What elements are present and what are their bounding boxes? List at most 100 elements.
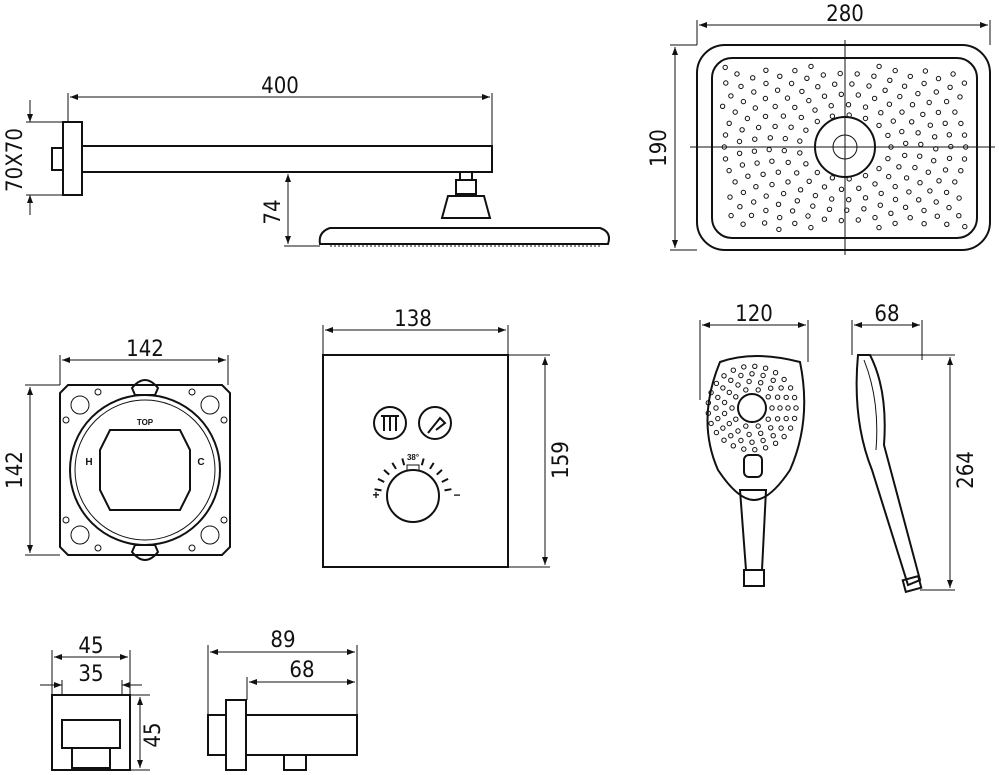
nozzle [907,215,913,221]
nozzle [887,77,893,84]
scale-tick [383,469,390,476]
plate-height-label: 159 [549,441,574,479]
nozzle [765,416,771,422]
nozzle [705,410,711,416]
shower-head-top-view: 280 190 [647,2,995,255]
nozzle [751,148,758,154]
nozzle [738,437,744,444]
nozzle [808,224,814,231]
nozzle-pattern [719,63,969,233]
nozzle [899,128,905,135]
nozzle [726,389,732,396]
scale-tick [374,488,382,492]
nozzle [722,156,729,162]
nozzle [755,387,761,393]
nozzle [826,206,833,213]
nozzle [892,196,899,203]
nozzle [769,181,775,188]
wall-outlet-side-view: 89 68 [207,628,358,771]
temperature-knob[interactable] [386,469,440,523]
scale-tick [391,462,397,470]
nozzle [958,168,964,174]
nozzle [758,380,764,386]
nozzle [838,91,844,98]
nozzle [797,187,804,193]
hand-shower-icon [427,416,447,434]
nozzle [797,138,803,144]
hot-marking: H [85,457,92,468]
nozzle [728,93,734,99]
nozzle [752,105,758,111]
nozzle [762,445,769,451]
nozzle [832,81,838,87]
hand-shower-button[interactable] [418,406,452,440]
nozzle [732,179,738,185]
nozzle [772,103,778,110]
nozzle [927,188,933,194]
nozzle [961,156,968,162]
nozzle [745,173,751,179]
nozzle [918,141,924,148]
nozzle [791,415,798,422]
nozzle [770,433,776,439]
hand-nozzle-pattern [705,363,799,453]
nozzle [777,405,783,411]
nozzle [743,423,749,429]
nozzle [935,75,942,82]
nozzle [890,118,896,124]
nozzle [886,173,892,180]
wall-outlet-front-view: 45 35 45 [40,634,166,771]
nozzle [821,93,828,99]
nozzle [829,196,835,202]
nozzle [815,84,821,90]
nozzle [886,101,893,107]
nozzle [762,113,769,120]
nozzle [906,189,912,195]
hand-length-label: 264 [954,451,979,489]
nozzle [803,161,809,167]
nozzle [820,72,826,78]
nozzle [862,115,869,122]
nozzle [901,83,908,89]
nozzle [878,190,884,197]
nozzle [926,99,932,106]
nozzle [763,80,769,87]
plus-sign: + [372,488,379,502]
nozzle [915,130,921,136]
nozzle [856,185,862,192]
overhead-shower-button[interactable] [373,406,407,440]
nozzle [872,214,878,221]
nozzle [944,221,950,228]
nozzle [902,152,908,159]
nozzle [767,135,773,141]
nozzle [768,385,774,391]
nozzle [931,158,937,164]
nozzle [738,83,744,90]
nozzle [760,437,766,444]
nozzle [854,71,860,77]
nozzle [740,189,747,196]
nozzle [810,203,816,209]
nozzle [729,405,735,411]
nozzle [812,192,819,199]
hand-shower-side-view: 68 264 [851,302,979,594]
nozzle [814,169,820,176]
nozzle [892,183,898,190]
nozzle [957,94,963,100]
nozzle [921,207,927,214]
nozzle [738,372,744,379]
head-drop-label: 74 [261,199,286,224]
nozzle [733,394,739,400]
nozzle [720,425,726,431]
nozzle [792,67,798,74]
nozzle [787,385,794,391]
nozzle [837,70,843,77]
nozzle [921,221,927,227]
nozzle [946,132,952,138]
nozzle [876,165,882,172]
nozzle [749,371,755,377]
nozzle [765,394,771,400]
nozzle [721,410,728,417]
nozzle [872,181,878,187]
nozzle [876,122,882,129]
